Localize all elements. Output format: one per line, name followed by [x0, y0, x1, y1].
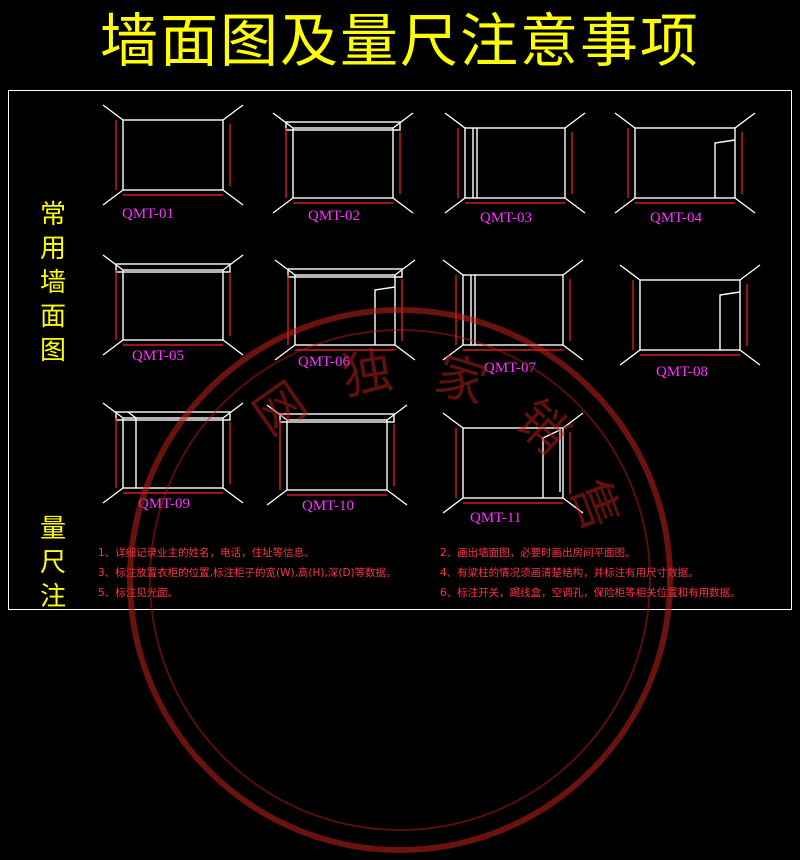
wall-drawing: [274, 259, 416, 361]
wall-drawing: [614, 112, 756, 214]
diagram-code: QMT-05: [132, 348, 184, 364]
note-6: 6、标注开关，踢线盒，空调孔，保险柜等相关位置和有用数据。: [440, 587, 741, 599]
wall-drawing: [444, 112, 586, 214]
wall-diagram-qmt-06: [270, 255, 420, 365]
wall-drawing: [619, 264, 761, 366]
wall-drawing: [266, 404, 408, 506]
wall-diagram-qmt-04: [610, 108, 760, 218]
page-title: 墙面图及量尺注意事项: [99, 7, 700, 75]
wall-diagram-qmt-02: [268, 108, 418, 218]
note-5: 5、标注见光面。: [98, 587, 179, 599]
wall-drawing: [272, 112, 414, 214]
wall-drawing: [102, 104, 244, 206]
wall-drawing: [102, 402, 244, 504]
section-label-common-walls: 常 用 墙 面 图: [39, 200, 66, 366]
note-1: 1、详细记录业主的姓名，电话，住址等信息。: [98, 547, 315, 559]
diagram-code: QMT-10: [302, 498, 354, 514]
diagram-code: QMT-02: [308, 208, 360, 224]
wall-drawing: [442, 259, 584, 361]
diagram-code: QMT-09: [138, 496, 190, 512]
wall-diagram-qmt-08: [615, 260, 765, 370]
wall-diagram-qmt-03: [440, 108, 590, 218]
wall-diagram-qmt-11: [438, 408, 588, 518]
section-label-measure: 量 尺 注: [39, 514, 66, 612]
wall-drawing: [102, 254, 244, 356]
note-3: 3、标注放置衣柜的位置,标注柜子的宽(W),高(H),深(D)等数据。: [98, 567, 397, 579]
wall-diagram-qmt-09: [98, 398, 248, 508]
diagram-code: QMT-08: [656, 364, 708, 380]
diagram-code: QMT-03: [480, 210, 532, 226]
diagram-code: QMT-04: [650, 210, 702, 226]
wall-drawing: [442, 412, 584, 514]
wall-diagram-qmt-07: [438, 255, 588, 365]
diagram-code: QMT-06: [298, 354, 350, 370]
diagram-code: QMT-07: [484, 360, 536, 376]
diagram-code: QMT-01: [122, 206, 174, 222]
note-4: 4、有梁柱的情况须画清楚结构，并标注有用尺寸数据。: [440, 567, 699, 579]
diagram-code: QMT-11: [470, 510, 522, 526]
wall-diagram-qmt-10: [262, 400, 412, 510]
note-2: 2、画出墙面图，必要时画出房间平面图。: [440, 547, 636, 559]
wall-diagram-qmt-05: [98, 250, 248, 360]
wall-diagram-qmt-01: [98, 100, 248, 210]
